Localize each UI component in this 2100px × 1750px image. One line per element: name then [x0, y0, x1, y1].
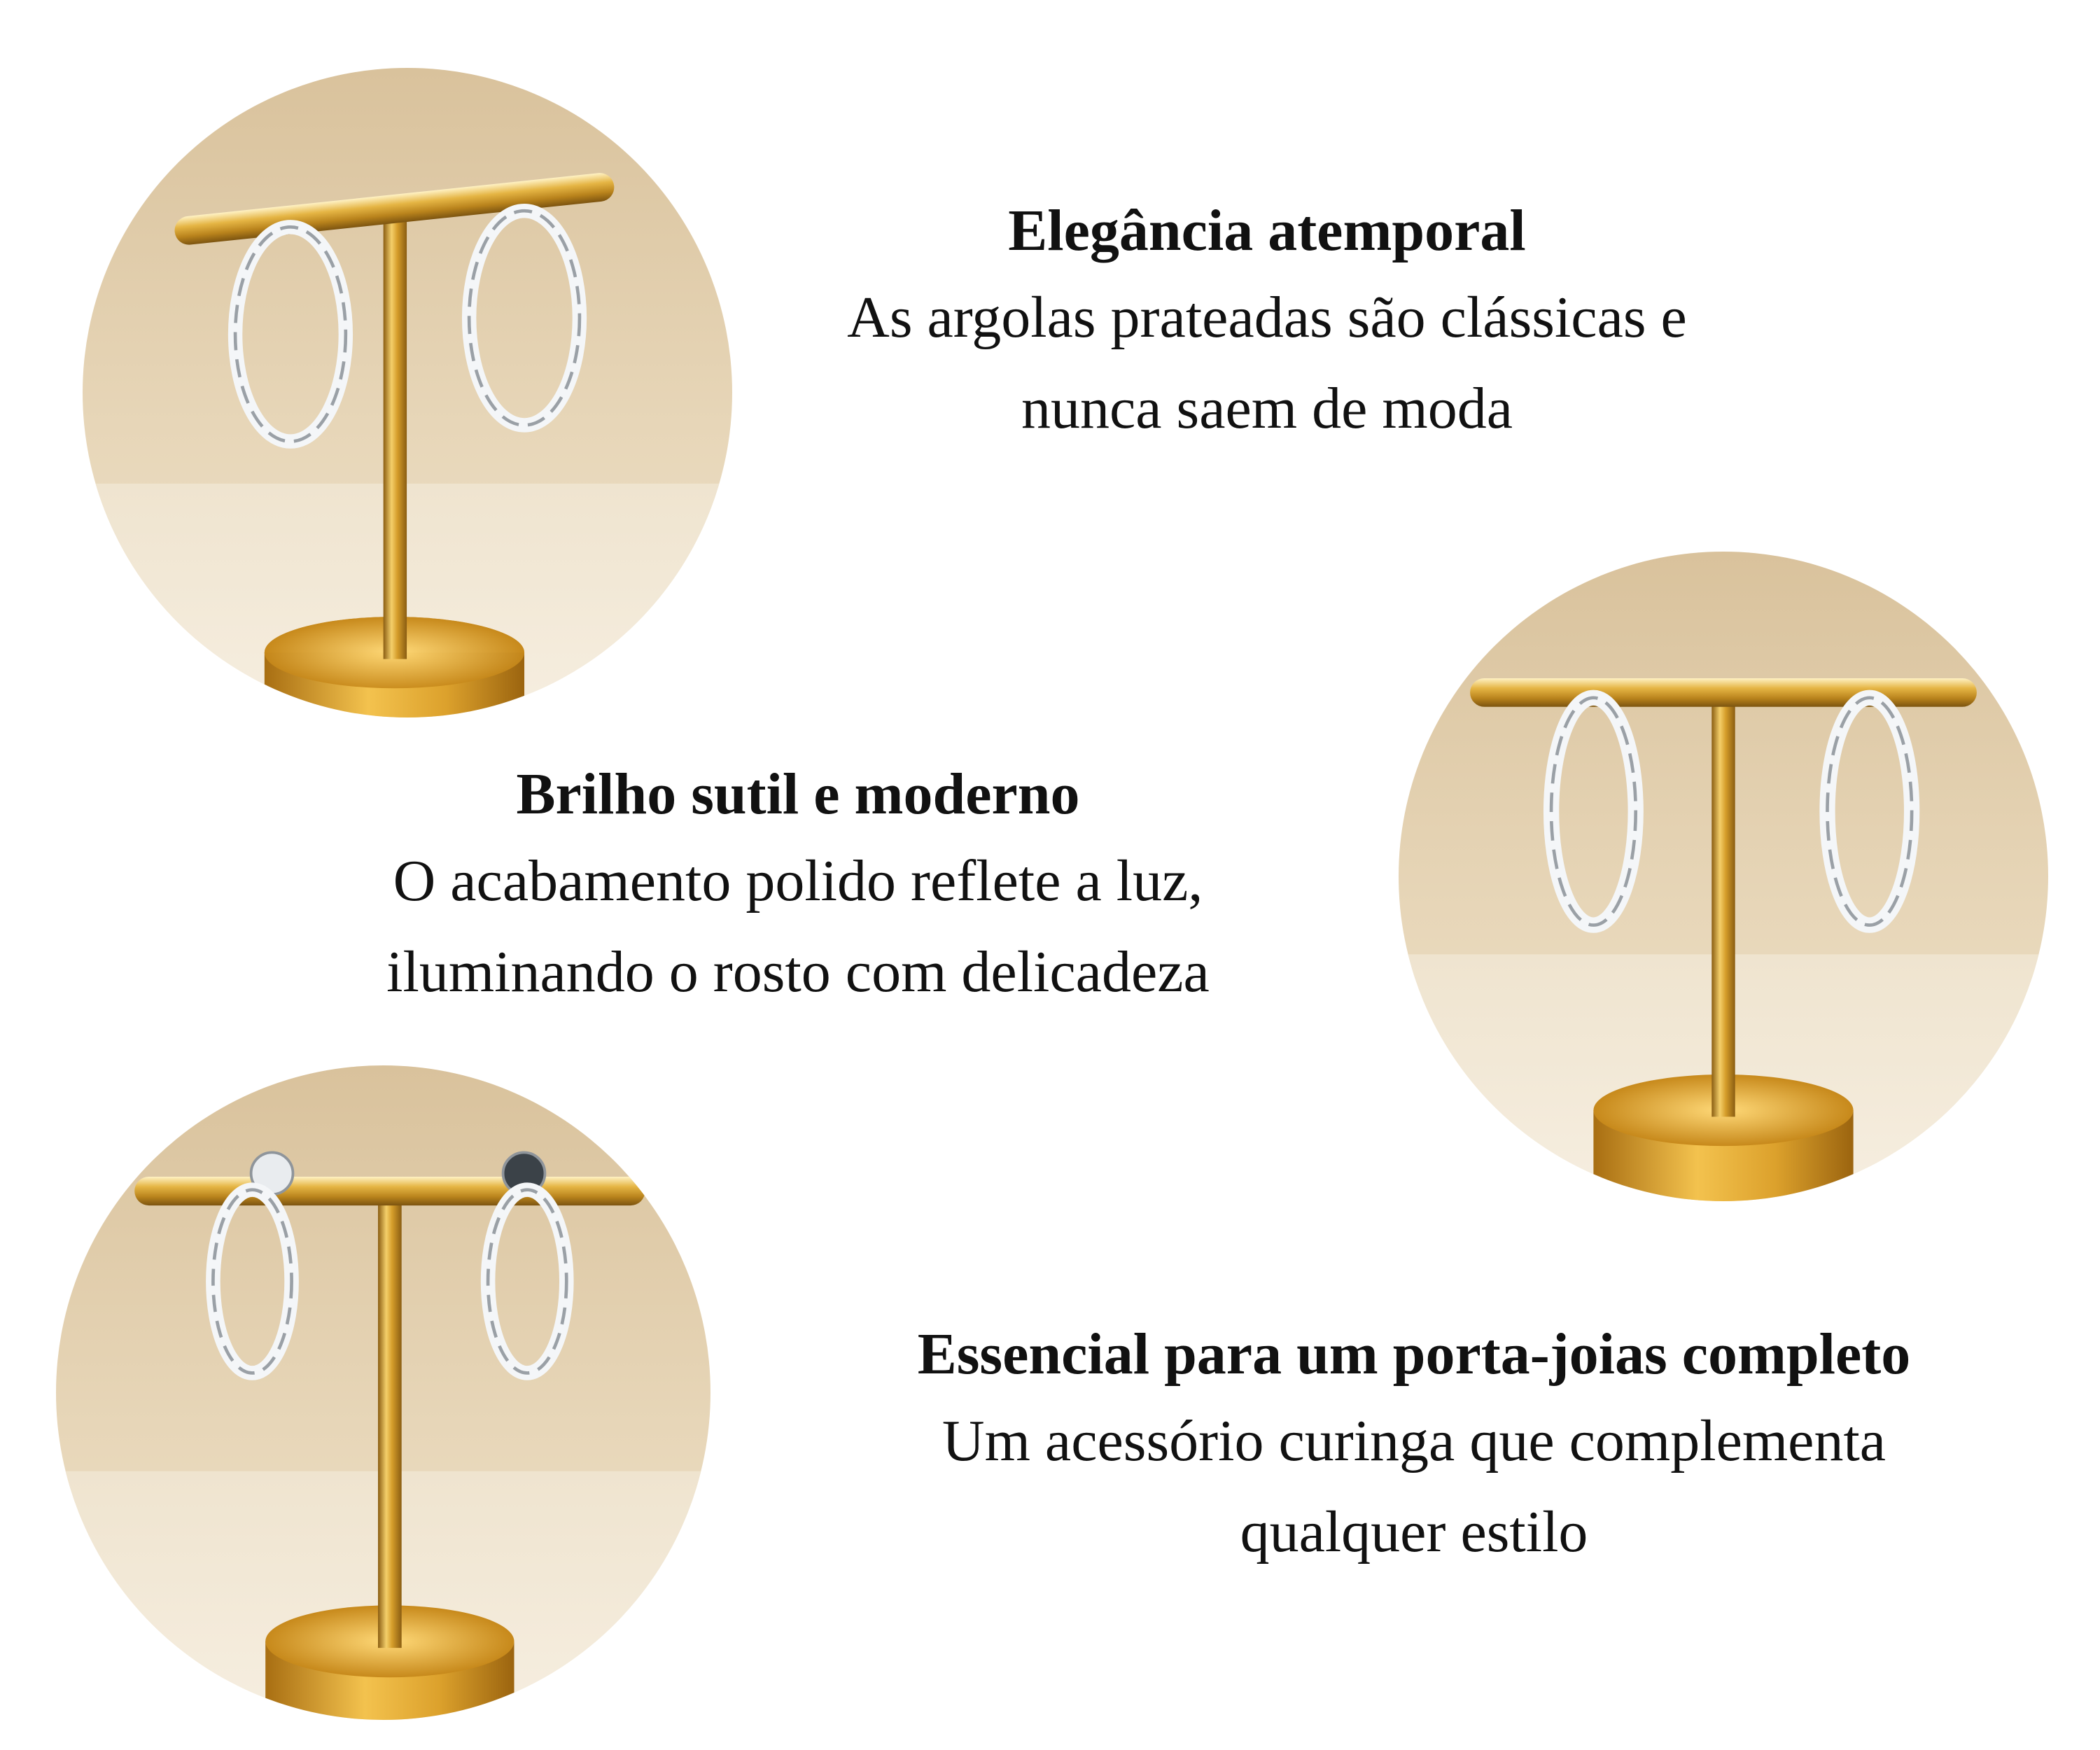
feature-title: Elegância atemporal [1008, 198, 1526, 263]
feature-description-line: As argolas prateadas são clássicas e [847, 284, 1687, 350]
feature-title: Brilho sutil e moderno [516, 762, 1080, 827]
feature-description-line: qualquer estilo [1240, 1499, 1588, 1564]
feature-block-1: Elegância atemporal As argolas prateadas… [735, 196, 1799, 454]
feature-block-3: Essencial para um porta-joias completo U… [777, 1320, 2051, 1578]
earrings-photo-1 [83, 68, 732, 718]
feature-block-2: Brilho sutil e moderno O acabamento poli… [231, 760, 1365, 1018]
earrings-photo-2 [1399, 552, 2048, 1201]
earrings-photo-3 [56, 1065, 710, 1720]
feature-description-line: iluminando o rosto com delicadeza [386, 939, 1210, 1004]
feature-description-line: O acabamento polido reflete a luz, [393, 848, 1203, 913]
feature-title: Essencial para um porta-joias completo [917, 1322, 1911, 1387]
feature-description-line: Um acessório curinga que complementa [941, 1408, 1886, 1474]
feature-description-line: nunca saem de moda [1021, 375, 1513, 441]
